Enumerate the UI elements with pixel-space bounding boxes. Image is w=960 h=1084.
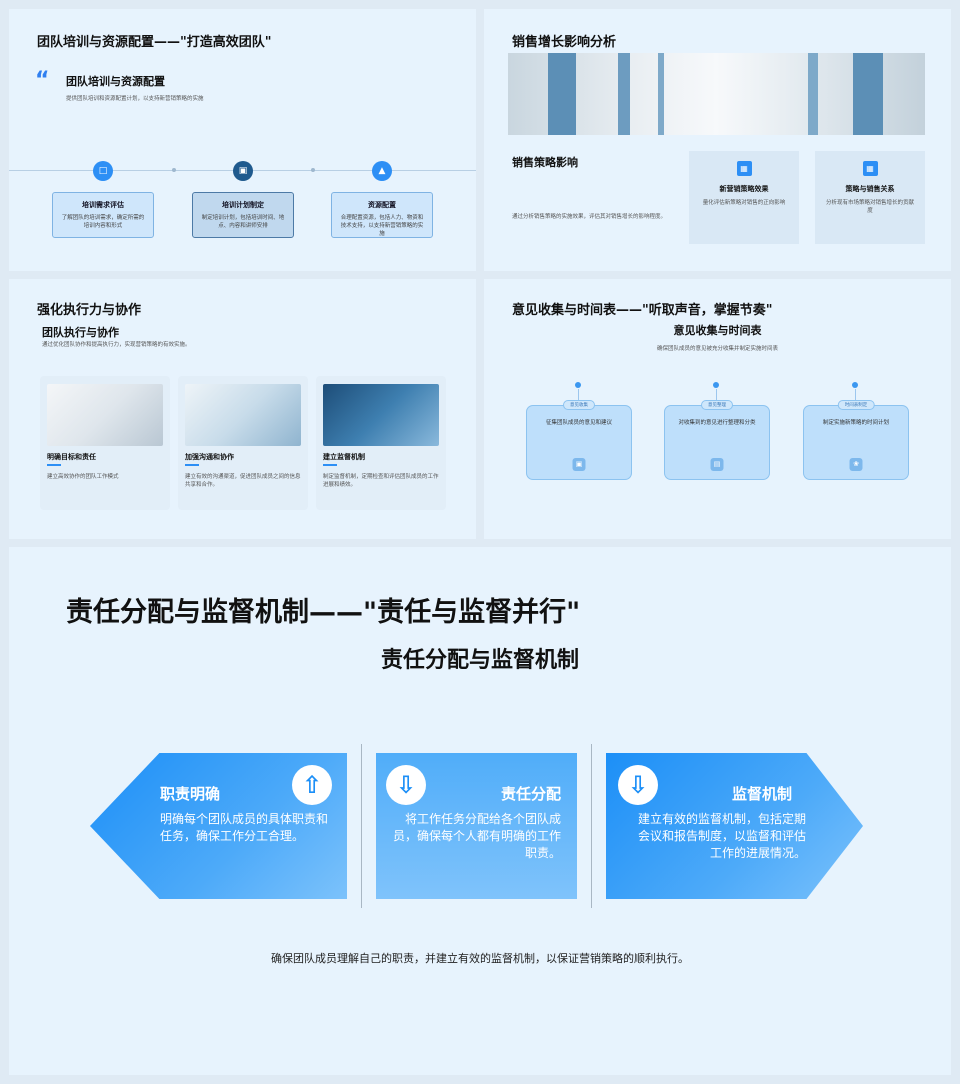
box-heading: 监督机制 [732, 785, 793, 803]
card-title: 加强沟通和协作 [185, 453, 234, 461]
doctor-photo [47, 384, 163, 446]
box-heading: 责任分配 [500, 785, 561, 803]
section-description: 提供团队培训和资源配置计划，以支持新营销策略的实施 [66, 96, 204, 102]
timeline-dot [852, 382, 858, 388]
footer-text: 确保团队成员理解自己的职责，并建立有效的监督机制，以保证营销策略的顺利执行。 [271, 952, 689, 965]
card-description: 对收集到的意见进行整理和分类 [678, 420, 756, 426]
timeline-dot [713, 382, 719, 388]
card-description: 分析现有市场策略对销售增长的贡献度 [825, 200, 914, 214]
slide-feedback-timeline[interactable]: 意见收集与时间表——"听取声音，掌握节奏" 意见收集与时间表 确保团队成员的意见… [484, 279, 951, 539]
image-icon: ▣ [233, 161, 253, 181]
step-description: 合理配置资源，包括人力、物资和技术支持，以支持新营销策略的实施 [340, 215, 424, 237]
step-card[interactable]: 培训需求评估 了解团队的培训需求，确定所需的培训内容和形式 [52, 192, 154, 238]
photo-door [853, 53, 883, 135]
step-title: 培训需求评估 [82, 201, 124, 209]
card-description: 制定监督机制，定期检查和评估团队成员的工作进展和绩效。 [323, 474, 439, 488]
gear-icon: ❀ [849, 458, 863, 471]
card-title: 明确目标和责任 [47, 453, 96, 461]
timeline-card[interactable]: 意见整理 对收集到的意见进行整理和分类 ▤ [664, 400, 770, 480]
lab-photo [185, 384, 301, 446]
step-description: 了解团队的培训需求，确定所需的培训内容和形式 [61, 215, 145, 229]
card-description: 征集团队成员的意见和建议 [545, 420, 612, 426]
timeline-dot [172, 168, 176, 172]
section-description: 通过优化团队协作和提高执行力，实现营销策略的有效实施。 [42, 342, 191, 348]
photo-door [658, 53, 664, 135]
step-title: 培训计划制定 [222, 201, 264, 209]
photo-door [548, 53, 576, 135]
slide-title: 意见收集与时间表——"听取声音，掌握节奏" [512, 303, 773, 318]
slide-title: 销售增长影响分析 [512, 35, 617, 50]
slide-sales-growth[interactable]: 销售增长影响分析 销售策略影响 通过分析销售策略的实施效果，评估其对销售增长的影… [484, 9, 951, 271]
slide-title: 强化执行力与协作 [37, 303, 142, 318]
accent-bar [47, 464, 61, 466]
arrow-up-icon: ⇧ [292, 765, 332, 805]
divider [591, 744, 592, 908]
section-subtitle: 意见收集与时间表 [673, 324, 762, 337]
timeline-card[interactable]: 时间表制定 制定实施新策略的时间计划 ❀ [803, 400, 909, 480]
insight-card[interactable]: ▦ 策略与销售关系 分析现有市场策略对销售增长的贡献度 [815, 151, 925, 244]
image-icon: ▣ [572, 458, 586, 471]
folder-icon: ▤ [710, 458, 724, 471]
section-subtitle: 团队培训与资源配置 [66, 75, 165, 88]
timeline-connector [716, 389, 717, 405]
card-tag: 时间表制定 [837, 400, 875, 410]
card-description: 量化评估新策略对销售的正向影响 [702, 200, 786, 206]
research-photo [323, 384, 439, 446]
chart-icon: ▦ [862, 161, 878, 176]
box-description: 建立有效的监督机制，包括定期会议和报告制度，以监督和评估工作的进展情况。 [637, 812, 806, 860]
box-description: 将工作任务分配给各个团队成员，确保每个人都有明确的工作职责。 [392, 812, 561, 860]
step-card[interactable]: 培训计划制定 制定培训计划，包括培训时间、地点、内容和讲师安排 [192, 192, 294, 238]
slide-title: 团队培训与资源配置——"打造高效团队" [37, 35, 272, 50]
photo-door [808, 53, 818, 135]
timeline-dot [311, 168, 315, 172]
card-title: 策略与销售关系 [845, 185, 895, 193]
section-description: 确保团队成员的意见被充分收集并制定实施时间表 [656, 346, 778, 352]
photo-door [618, 53, 630, 135]
timeline-connector [855, 389, 856, 405]
timeline-connector [578, 389, 579, 405]
section-subtitle: 销售策略影响 [512, 156, 578, 169]
timeline-dot [575, 382, 581, 388]
document-icon: □ [93, 161, 113, 181]
feature-card[interactable]: 加强沟通和协作 建立有效的沟通渠道，促进团队成员之间的信息共享和合作。 [178, 376, 308, 510]
step-description: 制定培训计划，包括培训时间、地点、内容和讲师安排 [201, 215, 285, 229]
feature-card[interactable]: 建立监督机制 制定监督机制，定期检查和评估团队成员的工作进展和绩效。 [316, 376, 446, 510]
slide-team-training[interactable]: 团队培训与资源配置——"打造高效团队" “ 团队培训与资源配置 提供团队培训和资… [9, 9, 476, 271]
card-description: 建立高效协作的团队工作模式 [47, 474, 119, 480]
section-subtitle: 团队执行与协作 [42, 326, 119, 339]
arrow-down-icon: ⇩ [386, 765, 426, 805]
box-description: 明确每个团队成员的具体职责和任务，确保工作分工合理。 [160, 812, 329, 843]
divider [361, 744, 362, 908]
section-subtitle: 责任分配与监督机制 [380, 648, 579, 673]
accent-bar [323, 464, 337, 466]
section-description: 通过分析销售策略的实施效果，评估其对销售增长的影响程度。 [512, 214, 667, 220]
hospital-corridor-photo [508, 53, 925, 135]
responsibility-box[interactable]: 职责明确 ⇧ 明确每个团队成员的具体职责和任务，确保工作分工合理。 [90, 753, 347, 899]
card-description: 制定实施新策略的时间计划 [822, 420, 889, 426]
flask-icon: ▲ [372, 161, 392, 181]
box-heading: 职责明确 [160, 785, 221, 803]
slide-responsibility-supervision[interactable]: 责任分配与监督机制——"责任与监督并行" 责任分配与监督机制 职责明确 ⇧ 明确… [9, 547, 951, 1075]
slide-execution-collaboration[interactable]: 强化执行力与协作 团队执行与协作 通过优化团队协作和提高执行力，实现营销策略的有… [9, 279, 476, 539]
arrow-down-icon: ⇩ [618, 765, 658, 805]
timeline-card[interactable]: 意见收集 征集团队成员的意见和建议 ▣ [526, 400, 632, 480]
step-card[interactable]: 资源配置 合理配置资源，包括人力、物资和技术支持，以支持新营销策略的实施 [331, 192, 433, 238]
card-description: 建立有效的沟通渠道，促进团队成员之间的信息共享和合作。 [185, 474, 301, 488]
card-tag: 意见收集 [563, 400, 595, 410]
assignment-box[interactable]: ⇩ 责任分配 将工作任务分配给各个团队成员，确保每个人都有明确的工作职责。 [376, 753, 577, 899]
insight-card[interactable]: ▦ 新营销策略效果 量化评估新策略对销售的正向影响 [689, 151, 799, 244]
card-tag: 意见整理 [701, 400, 733, 410]
feature-card[interactable]: 明确目标和责任 建立高效协作的团队工作模式 [40, 376, 170, 510]
slide-title: 责任分配与监督机制——"责任与监督并行" [66, 597, 581, 628]
chart-icon: ▦ [736, 161, 752, 176]
card-title: 新营销策略效果 [719, 185, 769, 193]
quote-icon: “ [35, 68, 50, 93]
supervision-box[interactable]: ⇩ 监督机制 建立有效的监督机制，包括定期会议和报告制度，以监督和评估工作的进展… [606, 753, 863, 899]
step-title: 资源配置 [368, 201, 396, 209]
card-title: 建立监督机制 [323, 453, 365, 461]
accent-bar [185, 464, 199, 466]
